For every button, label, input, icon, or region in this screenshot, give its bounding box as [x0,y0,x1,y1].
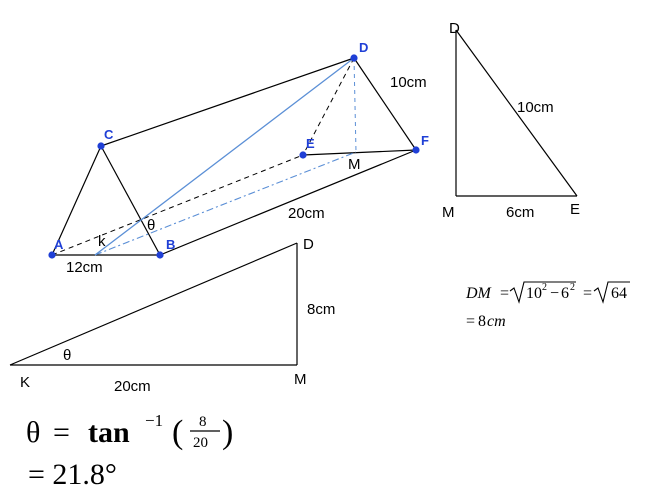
calc-eq2: = [583,285,592,302]
result-den: 20 [193,435,208,451]
calc-eq1: = [500,285,509,302]
result-sup: −1 [145,411,163,430]
theta-tri2: θ [63,347,71,364]
label-F: F [421,133,429,148]
point-D [350,54,358,62]
triangle-kmd: K M D 8cm 20cm θ [9,236,335,395]
edge-CD [100,57,355,147]
measure-tri2-vert: 8cm [307,301,335,318]
altitude-DM [353,57,357,153]
label-D: D [359,40,368,55]
calc-r2: 64 [611,285,627,302]
edge-BF [159,149,417,256]
label-tri2-D: D [303,236,314,253]
label-tri2-K: K [20,374,30,391]
point-C [97,142,105,150]
measure-tri1-base: 6cm [506,204,534,221]
triangle-dme: D M E 10cm 6cm [442,20,580,221]
result-eq: = [53,416,70,449]
measure-tri2-base: 20cm [114,378,151,395]
calc-r1-a: 10 [526,285,542,302]
measure-AB: 12cm [66,259,103,276]
point-E [299,151,307,159]
calc-r1-b: 6 [561,285,569,302]
result-line2: = 21.8° [28,458,117,491]
radical-2 [593,281,630,304]
calc-line2-unit: cm [487,313,506,330]
label-B: B [166,237,175,252]
label-tri1-E: E [570,201,580,218]
label-tri2-M: M [294,371,307,388]
measure-tri1-hyp: 10cm [517,99,554,116]
label-A: A [54,237,64,252]
point-A [48,251,56,259]
label-tri1-M: M [442,204,455,221]
label-C: C [104,127,114,142]
calc-lhs: DM [465,285,493,302]
calc-r1-minus: − [550,285,559,302]
edge-DF [353,57,417,151]
edge-AE-hidden [51,154,304,256]
edge-CB [100,145,161,256]
theta-result: θ = tan −1 ( 8 20 ) = 21.8° [26,411,233,491]
label-k: k [98,233,106,250]
dm-calculation: DM = 10 2 − 6 2 = 64 = 8 cm [465,281,630,330]
measure-BF: 20cm [288,205,325,222]
calc-line2-val: 8 [478,313,486,330]
result-func: tan [88,416,130,449]
side-DE [455,29,578,197]
calc-r1-e1: 2 [542,282,547,293]
calc-line2-eq: = [466,313,475,330]
theta-prism: θ [147,217,155,234]
paren-close: ) [222,414,233,451]
edge-EF [302,149,417,156]
point-F [412,146,420,154]
label-E: E [306,136,315,151]
radical-1 [509,281,576,304]
result-theta: θ [26,416,40,449]
result-num: 8 [199,414,207,430]
point-B [156,251,164,259]
diagonal-KM [94,151,357,256]
paren-open: ( [172,414,183,451]
edge-AC [51,145,102,256]
label-M: M [348,156,361,173]
side-KD [9,242,298,366]
label-tri1-D: D [449,20,460,37]
diagonal-KD [94,57,355,256]
measure-DF: 10cm [390,74,427,91]
calc-r1-e2: 2 [570,282,575,293]
edge-DE-hidden [302,57,355,156]
prism-figure: A B C D E F M k θ 10cm 20cm 12cm [48,40,429,276]
